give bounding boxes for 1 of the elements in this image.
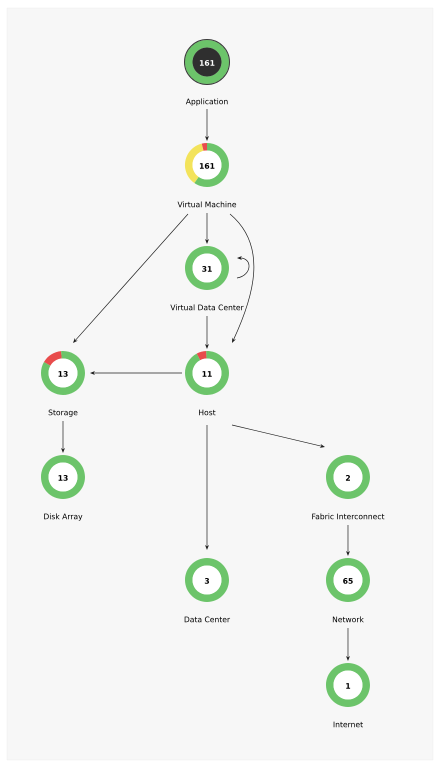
arrow <box>73 214 188 343</box>
